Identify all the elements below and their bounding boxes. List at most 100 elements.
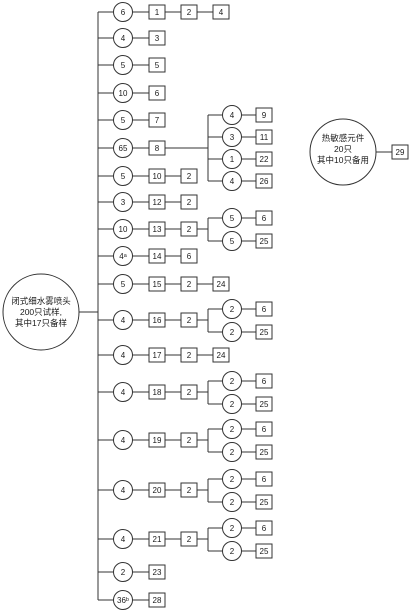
sub-test-box [255,324,273,340]
test-item-box-label: 28 [153,596,162,605]
test-item-box-label: 4 [219,8,224,17]
sample-qty-circle [113,55,133,75]
test-item-box [180,531,198,547]
test-item-box [148,531,166,547]
test-item-box [148,312,166,328]
sample-qty-circle [113,219,133,239]
test-item-box-label: 13 [153,225,162,234]
test-item-box [148,276,166,292]
sample-qty-circle [113,246,133,266]
test-item-box [148,194,166,210]
sample-qty-circle [113,192,133,212]
test-item-box-label: 5 [155,61,160,70]
sub-qty-circle-label: 5 [230,214,235,223]
test-item-box [180,194,198,210]
sub-test-box-label: 22 [260,155,269,164]
sub-test-box [255,129,273,145]
test-item-box [148,85,166,101]
test-item-box-label: 2 [187,280,192,289]
sub-qty-circle [222,127,242,147]
root-node-circle [2,273,80,351]
sub-test-box [255,520,273,536]
sample-qty-circle-label: 65 [119,144,128,153]
test-item-box-label: 7 [155,116,160,125]
test-item-box [180,221,198,237]
test-item-box-label: 10 [153,172,162,181]
sub-test-box [255,421,273,437]
sub-test-box-label: 25 [260,547,269,556]
sub-qty-circle-label: 2 [230,328,235,337]
sample-qty-circle-label: 4ᵃ [119,252,127,261]
sub-qty-circle [222,322,242,342]
test-item-box-label: 2 [187,351,192,360]
sample-qty-circle [113,562,133,582]
side-node-line: 其中10只备用 [317,155,369,165]
test-item-box-label: 1 [155,8,160,17]
sample-qty-circle-label: 5 [121,280,126,289]
connector-lines [79,11,393,601]
test-item-box [180,168,198,184]
test-item-box-label: 2 [187,388,192,397]
test-item-box-label: 20 [153,486,162,495]
test-item-box [148,168,166,184]
sub-qty-circle-label: 2 [230,547,235,556]
sample-qty-circle-label: 4 [121,316,126,325]
test-item-box [148,592,166,608]
test-item-box [148,564,166,580]
sample-qty-circle-label: 4 [121,351,126,360]
sub-qty-circle [222,518,242,538]
test-item-box [148,248,166,264]
sub-qty-circle [222,171,242,191]
sub-qty-circle [222,208,242,228]
test-item-box-label: 14 [153,252,162,261]
test-item-box-label: 12 [153,198,162,207]
sub-qty-circle-label: 1 [230,155,235,164]
test-item-box [148,482,166,498]
test-item-box [148,57,166,73]
sub-test-box [255,494,273,510]
root-node-line: 其中17只备样 [15,318,67,328]
test-item-box-label: 17 [153,351,162,360]
sample-qty-circle-label: 5 [121,61,126,70]
test-item-box [148,140,166,156]
test-item-box-label: 6 [155,89,160,98]
test-item-box [180,248,198,264]
sub-test-box-label: 25 [260,237,269,246]
sample-qty-circle [113,310,133,330]
sub-qty-circle [222,299,242,319]
test-item-box-label: 2 [187,316,192,325]
test-item-box [180,384,198,400]
test-item-box-label: 2 [187,225,192,234]
sample-qty-circle [113,110,133,130]
sub-qty-circle [222,442,242,462]
sub-qty-circle [222,469,242,489]
test-item-box [180,312,198,328]
sample-qty-circle-label: 5 [121,172,126,181]
sub-qty-circle [222,371,242,391]
sub-qty-circle-label: 4 [230,177,235,186]
sample-qty-circle [113,274,133,294]
sub-test-box-label: 6 [262,305,267,314]
sub-test-box [255,301,273,317]
sub-test-box-label: 25 [260,328,269,337]
sample-qty-circle [113,345,133,365]
sample-qty-circle-label: 4 [121,436,126,445]
sub-qty-circle-label: 2 [230,475,235,484]
test-item-box [148,432,166,448]
sample-qty-circle [113,138,133,158]
sub-test-box [255,543,273,559]
test-item-box-label: 23 [153,568,162,577]
test-item-box-label: 2 [187,172,192,181]
sub-qty-circle-label: 2 [230,524,235,533]
test-item-box [180,347,198,363]
sub-test-box-label: 6 [262,524,267,533]
sub-test-box [255,107,273,123]
test-item-box-label: 8 [155,144,160,153]
sub-test-box [255,396,273,412]
test-item-box-label: 2 [187,8,192,17]
test-item-box [180,482,198,498]
sub-qty-circle-label: 2 [230,377,235,386]
side-test-box [391,144,409,160]
sub-qty-circle [222,394,242,414]
sub-test-box-label: 25 [260,400,269,409]
